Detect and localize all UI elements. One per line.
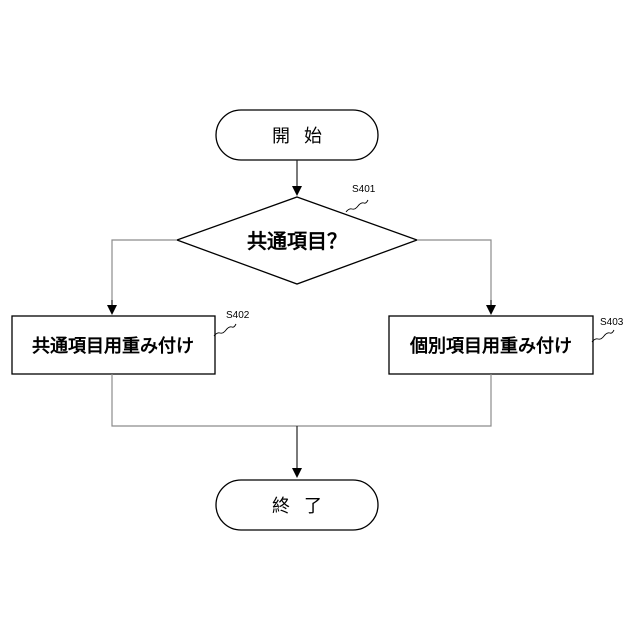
end-node: 終了 [216, 480, 378, 530]
start-node: 開始 [216, 110, 378, 160]
leader-right [592, 330, 614, 342]
connector-merge [112, 374, 491, 426]
right-process-node: 個別項目用重み付け [389, 316, 593, 374]
start-label: 開始 [272, 126, 336, 147]
right-process-label: 個別項目用重み付け [409, 335, 572, 357]
end-label: 終了 [272, 496, 336, 517]
decision-node: 共通項目？ [177, 197, 417, 284]
decision-label: 共通項目？ [247, 229, 347, 253]
connector-decision-left [112, 240, 177, 306]
connector-decision-right [417, 240, 491, 306]
leader-left [214, 324, 236, 336]
step-label-right: S403 [600, 317, 624, 328]
step-label-decision: S401 [352, 184, 376, 195]
leader-decision [346, 200, 368, 212]
left-process-label: 共通項目用重み付け [32, 335, 194, 357]
left-process-node: 共通項目用重み付け [12, 316, 215, 374]
step-label-left: S402 [226, 310, 250, 321]
